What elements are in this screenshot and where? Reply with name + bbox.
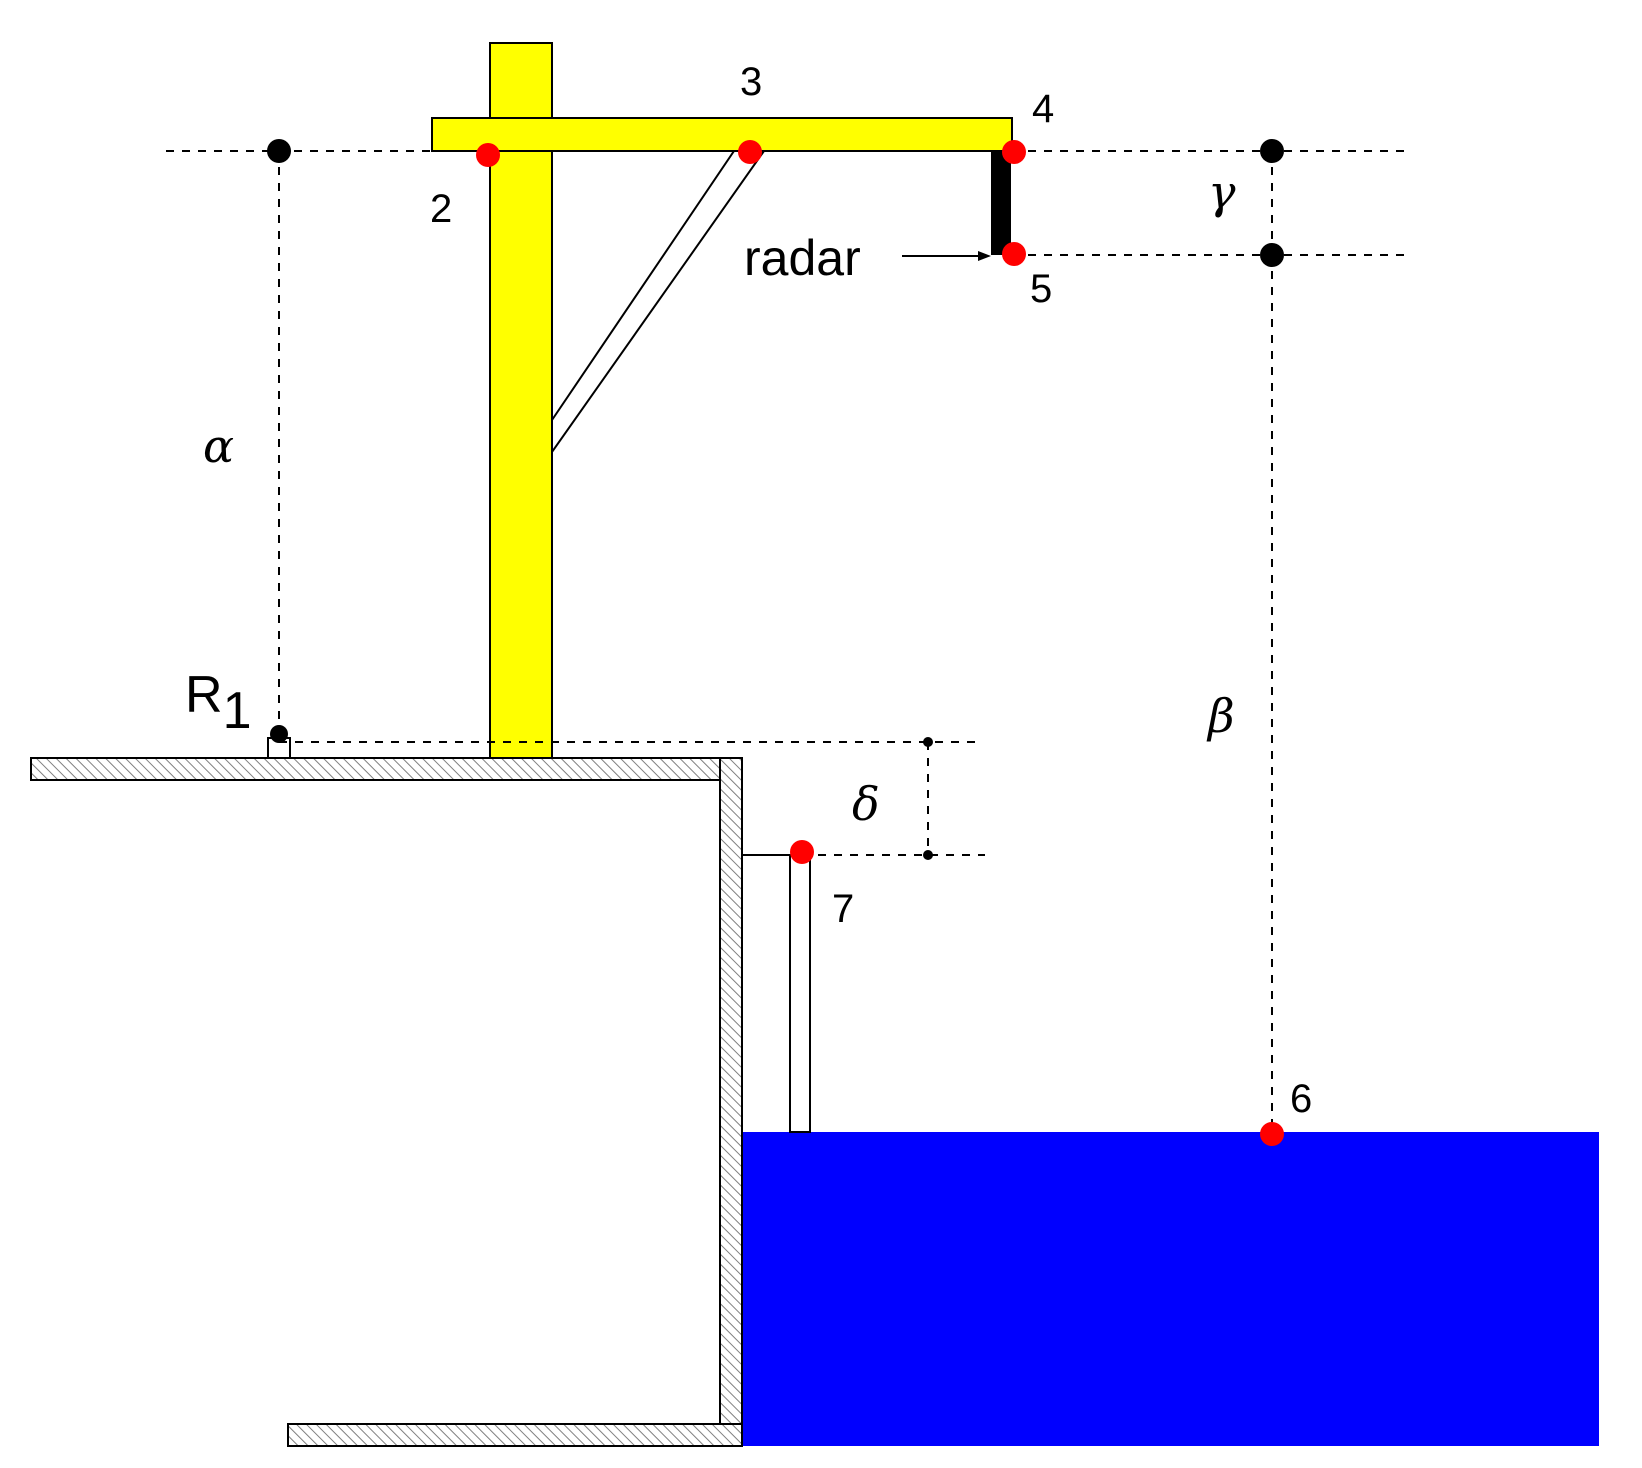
benchmark-label: R1 [185, 666, 251, 740]
point-5-marker [1002, 242, 1026, 266]
beta-label: β [1206, 689, 1235, 743]
water-body [742, 1132, 1599, 1446]
quay-deck [30, 757, 742, 781]
delta-bottom-dot [923, 850, 933, 860]
benchmark-dot [270, 725, 288, 743]
alpha-top-dot [267, 139, 291, 163]
point-4-marker [1002, 140, 1026, 164]
mast-arm [431, 117, 1013, 152]
gamma-label: γ [1208, 165, 1236, 219]
radar-label: radar [744, 230, 861, 286]
radar-arrowhead [978, 251, 991, 261]
point-7-label: 7 [832, 887, 854, 931]
point-6-label: 6 [1290, 1077, 1312, 1121]
staff-gauge [789, 854, 811, 1133]
benchmark-label-sub: 1 [223, 682, 252, 740]
gamma-top-dot [1260, 139, 1284, 163]
point-5-label: 5 [1030, 267, 1052, 311]
mast-brace [551, 150, 766, 456]
quay-bottom [287, 1423, 743, 1447]
point-6-marker [1260, 1122, 1284, 1146]
point-4-label: 4 [1032, 87, 1054, 131]
point-3-label: 3 [740, 60, 762, 104]
dashed-lines [166, 150, 1410, 1132]
alpha-label: α [203, 419, 234, 473]
delta-top-dot [923, 737, 933, 747]
point-2-label: 2 [430, 187, 452, 231]
gamma-bottom-dot [1260, 243, 1284, 267]
point-3-marker [738, 140, 762, 164]
quay-wall [719, 757, 743, 1447]
point-2-marker [476, 143, 500, 167]
point-7-marker [790, 840, 814, 864]
radar-sensor [991, 151, 1011, 255]
delta-label: δ [852, 777, 880, 831]
benchmark-label-main: R [185, 666, 223, 724]
mast-vertical [489, 42, 553, 759]
